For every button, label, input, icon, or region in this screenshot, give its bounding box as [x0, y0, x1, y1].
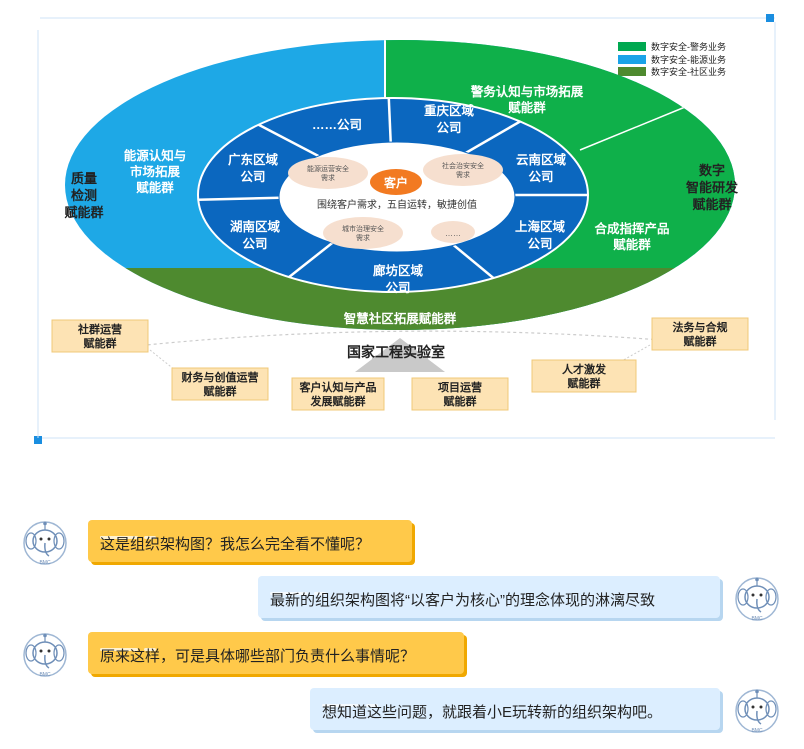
avatar-badge: BMC — [751, 616, 763, 622]
region-hunan: 湖南区域公司 — [230, 219, 281, 251]
avatar-badge: BMC — [39, 560, 51, 566]
legend-label-police: 数字安全-警务业务 — [651, 41, 726, 52]
social-need-bubble — [423, 154, 503, 186]
chat-message-2: 最新的组织架构图将“以客户为核心”的理念体现的淋漓尽致 BMC — [0, 576, 804, 636]
community-group-label: 智慧社区拓展赋能群 — [343, 311, 457, 326]
elephant-avatar-icon: BMC — [734, 576, 780, 622]
lab-section: 国家工程实验室 — [99, 330, 721, 372]
ellipsis-bubble — [431, 221, 475, 243]
region-chongqing: 重庆区域公司 — [424, 103, 475, 135]
center-core: 客户 围绕客户需求，五自运转，敏捷创值 能源运营安全需求 社会治安安全需求 城市… — [278, 141, 516, 253]
avatar-badge: BMC — [751, 728, 763, 734]
customer-badge — [370, 169, 422, 195]
energy-group-label: 能源认知与市场拓展赋能群 — [124, 148, 187, 195]
legend-swatch-police — [618, 42, 646, 51]
region-shanghai: 上海区域公司 — [515, 219, 566, 251]
legend-swatch-energy — [618, 55, 646, 64]
elephant-avatar-icon: BMC — [734, 688, 780, 734]
city-need-bubble — [323, 217, 403, 249]
elephant-avatar-icon: BMC — [22, 520, 68, 566]
energy-need-text: 能源运营安全需求 — [307, 164, 349, 182]
police-group-label: 警务认知与市场拓展赋能群 — [470, 84, 584, 115]
city-need-text: 城市治理安全需求 — [342, 224, 384, 242]
social-need-text: 社会治安安全需求 — [442, 161, 484, 179]
chat-message-1: BMC 这是组织架构图？我怎么完全看不懂呢？ — [0, 520, 804, 580]
center-slogan: 围绕客户需求，五自运转，敏捷创值 — [317, 198, 477, 211]
legend-label-energy: 数字安全-能源业务 — [651, 54, 726, 65]
chat-bubble-right: 想知道这些问题，就跟着小E玩转新的组织架构吧。 — [310, 688, 720, 730]
customer-label: 客户 — [383, 175, 408, 190]
chat-text: 原来这样，可是具体哪些部门负责什么事情呢？ — [100, 648, 416, 665]
chat-bubble-right: 最新的组织架构图将“以客户为核心”的理念体现的淋漓尽致 — [258, 576, 720, 618]
legend: 数字安全-警务业务 数字安全-能源业务 数字安全-社区业务 — [618, 41, 726, 77]
legend-label-community: 数字安全-社区业务 — [651, 66, 726, 77]
lab-title: 国家工程实验室 — [347, 344, 445, 360]
chat-text: 最新的组织架构图将“以客户为核心”的理念体现的淋漓尽致 — [270, 592, 655, 609]
avatar-badge: BMC — [39, 672, 51, 678]
region-langfang: 廊坊区域公司 — [373, 263, 424, 295]
tag-project-ops: 项目运营赋能群 — [438, 380, 482, 408]
energy-need-bubble — [288, 157, 368, 189]
chat-bubble-left: 这是组织架构图？我怎么完全看不懂呢？ — [88, 520, 412, 562]
frame-decoration — [34, 14, 776, 444]
legend-swatch-community — [618, 67, 646, 76]
chat-text: 想知道这些问题，就跟着小E玩转新的组织架构吧。 — [322, 704, 663, 721]
rd-group-label: 数字智能研发赋能群 — [686, 163, 739, 212]
chat-text: 这是组织架构图？我怎么完全看不懂呢？ — [100, 536, 371, 553]
ellipsis-text: …… — [445, 229, 461, 238]
region-guangdong: 广东区域公司 — [228, 152, 279, 184]
chat-message-3: BMC 原来这样，可是具体哪些部门负责什么事情呢？ — [0, 632, 804, 692]
tag-talent: 人才激发赋能群 — [562, 362, 607, 390]
chat-bubble-left: 原来这样，可是具体哪些部门负责什么事情呢？ — [88, 632, 464, 674]
quality-group-label: 质量检测赋能群 — [64, 171, 103, 220]
region-yunnan: 云南区域公司 — [516, 152, 567, 184]
tag-customer-product: 客户认知与产品发展赋能群 — [299, 380, 377, 408]
tag-legal: 法务与合规赋能群 — [673, 320, 728, 348]
elephant-avatar-icon: BMC — [22, 632, 68, 678]
region-etc: ……公司 — [312, 118, 362, 132]
org-diagram: 数字安全-警务业务 数字安全-能源业务 数字安全-社区业务 — [34, 14, 776, 444]
chat-message-4: 想知道这些问题，就跟着小E玩转新的组织架构吧。 BMC — [0, 688, 804, 748]
tag-community-ops: 社群运营赋能群 — [77, 322, 122, 350]
tag-finance: 财务与创值运营赋能群 — [181, 370, 259, 398]
command-group-label: 合成指挥产品赋能群 — [594, 221, 669, 252]
